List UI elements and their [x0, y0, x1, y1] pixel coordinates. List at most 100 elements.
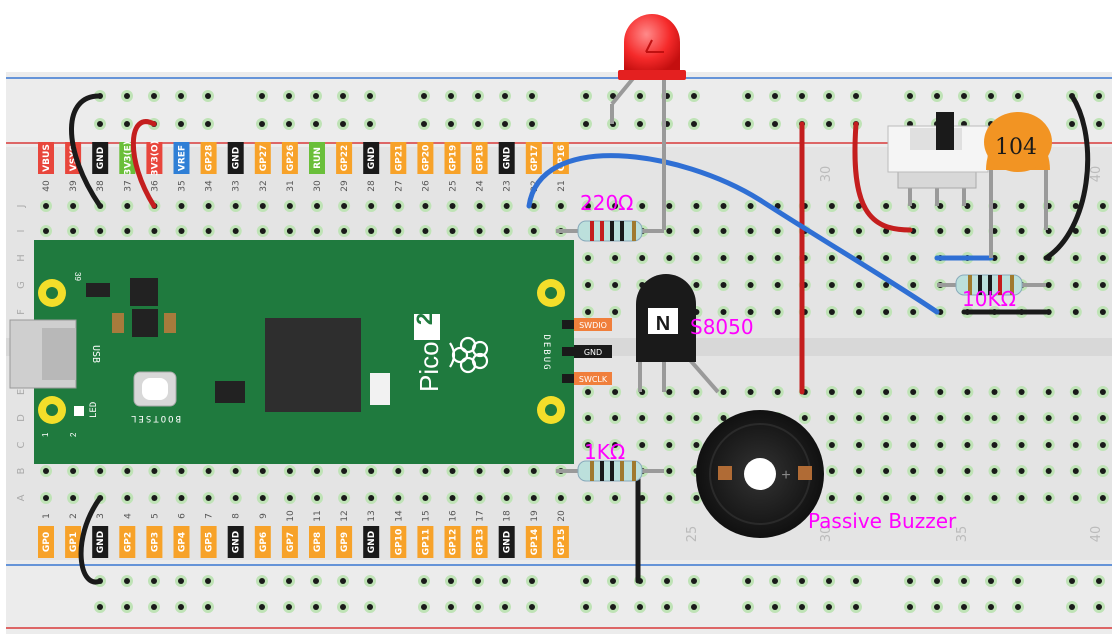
pin-number: 25	[449, 180, 459, 191]
pin-label-gnd: GND	[92, 142, 109, 174]
breadboard-hole-center	[612, 442, 619, 448]
breadboard-hole-center	[1018, 203, 1025, 209]
breadboard-hole-center	[853, 578, 859, 584]
column-number: 40	[1089, 526, 1104, 543]
breadboard-hole-center	[259, 604, 265, 610]
breadboard-hole-center	[395, 468, 402, 474]
breadboard-hole-center	[530, 495, 537, 501]
pin-label-gp2: GP2	[119, 526, 136, 558]
breadboard-hole-center	[1069, 578, 1075, 584]
breadboard-hole-center	[313, 578, 319, 584]
breadboard-hole-center	[259, 203, 266, 209]
transistor-s8050: N	[636, 274, 720, 394]
breadboard-hole-center	[610, 578, 616, 584]
breadboard-hole-center	[1072, 309, 1079, 315]
resistor-1k-label: 1KΩ	[584, 440, 625, 464]
pin-number: 37	[123, 180, 133, 191]
capacitor-104	[984, 112, 1052, 258]
debug-pin-tag	[574, 318, 612, 331]
passive-buzzer: +	[696, 410, 824, 538]
breadboard-hole-center	[1099, 228, 1106, 234]
breadboard-hole-center	[1045, 282, 1052, 288]
breadboard-hole-center	[937, 468, 944, 474]
pin-number: 14	[394, 510, 404, 522]
pin-number: 2	[69, 513, 79, 519]
breadboard-hole-center	[1045, 415, 1052, 421]
slide-switch[interactable]	[887, 112, 989, 206]
svg-text:GP14: GP14	[530, 529, 540, 556]
breadboard-hole-center	[828, 442, 835, 448]
breadboard-hole-center	[774, 309, 781, 315]
breadboard-hole-center	[232, 468, 239, 474]
breadboard-hole-center	[124, 468, 131, 474]
breadboard-hole-center	[883, 495, 890, 501]
breadboard-hole-center	[503, 203, 510, 209]
pin-number: 6	[178, 513, 188, 519]
breadboard-hole-center	[964, 228, 971, 234]
breadboard-hole-center	[341, 203, 348, 209]
pin-number: 34	[205, 180, 215, 192]
svg-text:+: +	[781, 467, 790, 484]
pin-label-gp14: GP14	[525, 526, 542, 558]
breadboard-hole-center	[1099, 203, 1106, 209]
breadboard-hole-center	[585, 282, 591, 288]
breadboard-hole-center	[585, 203, 591, 209]
breadboard-hole-center	[1015, 93, 1021, 99]
pin-label-vbus: VBUS	[38, 142, 54, 174]
breadboard-hole-center	[557, 495, 564, 501]
breadboard-hole-center	[422, 495, 429, 501]
breadboard-hole-center	[1015, 578, 1021, 584]
column-number: 40	[1089, 166, 1104, 183]
pin-number: 21	[557, 180, 567, 191]
wire-black-gnd-top	[69, 93, 103, 209]
chip-small	[86, 283, 110, 297]
breadboard-hole-center	[314, 203, 320, 209]
breadboard-hole-center	[988, 604, 994, 610]
breadboard-hole-center	[1045, 468, 1052, 474]
breadboard-hole-center	[720, 228, 727, 234]
pin-number: 5	[150, 513, 160, 519]
svg-text:VBUS: VBUS	[42, 144, 52, 172]
breadboard-hole-center	[964, 415, 971, 421]
breadboard-hole-center	[828, 468, 835, 474]
breadboard-hole-center	[530, 228, 537, 234]
breadboard-hole-center	[151, 93, 157, 99]
breadboard-hole-center	[340, 604, 346, 610]
breadboard-hole-center	[639, 495, 646, 501]
breadboard-hole-center	[475, 604, 481, 610]
pin-label-gp10: GP10	[390, 526, 407, 558]
breadboard-hole-center	[907, 93, 913, 99]
breadboard-hole-center	[448, 604, 454, 610]
breadboard-hole-center	[529, 93, 535, 99]
breadboard-hole-center	[799, 604, 805, 610]
chip-inductor	[130, 278, 158, 306]
breadboard-hole-center	[828, 309, 835, 315]
breadboard-hole-center	[964, 442, 971, 448]
breadboard-hole-center	[883, 415, 890, 421]
pin-number: 4	[123, 513, 133, 519]
breadboard-hole-center	[449, 495, 456, 501]
chip-regulator	[132, 309, 158, 337]
pin-number: 33	[232, 180, 242, 191]
led-indicator	[74, 406, 84, 416]
breadboard-hole-center	[583, 121, 589, 127]
breadboard-hole-center	[205, 93, 211, 99]
svg-text:GP22: GP22	[340, 145, 350, 172]
resistor-1k	[556, 460, 664, 482]
breadboard-hole-center	[637, 604, 643, 610]
breadboard-hole-center	[70, 203, 77, 209]
breadboard-hole-center	[883, 468, 890, 474]
breadboard-hole-center	[856, 309, 862, 315]
svg-text:GP12: GP12	[449, 529, 459, 556]
breadboard-hole-center	[422, 203, 429, 209]
pin-number: 15	[421, 510, 431, 521]
pin-number: 3	[96, 513, 106, 519]
breadboard-hole-center	[856, 468, 862, 474]
breadboard-hole-center	[1018, 228, 1025, 234]
breadboard-hole-center	[666, 415, 673, 421]
breadboard-hole-center	[421, 121, 427, 127]
svg-text:RUN: RUN	[313, 147, 323, 169]
breadboard-hole-center	[856, 442, 862, 448]
